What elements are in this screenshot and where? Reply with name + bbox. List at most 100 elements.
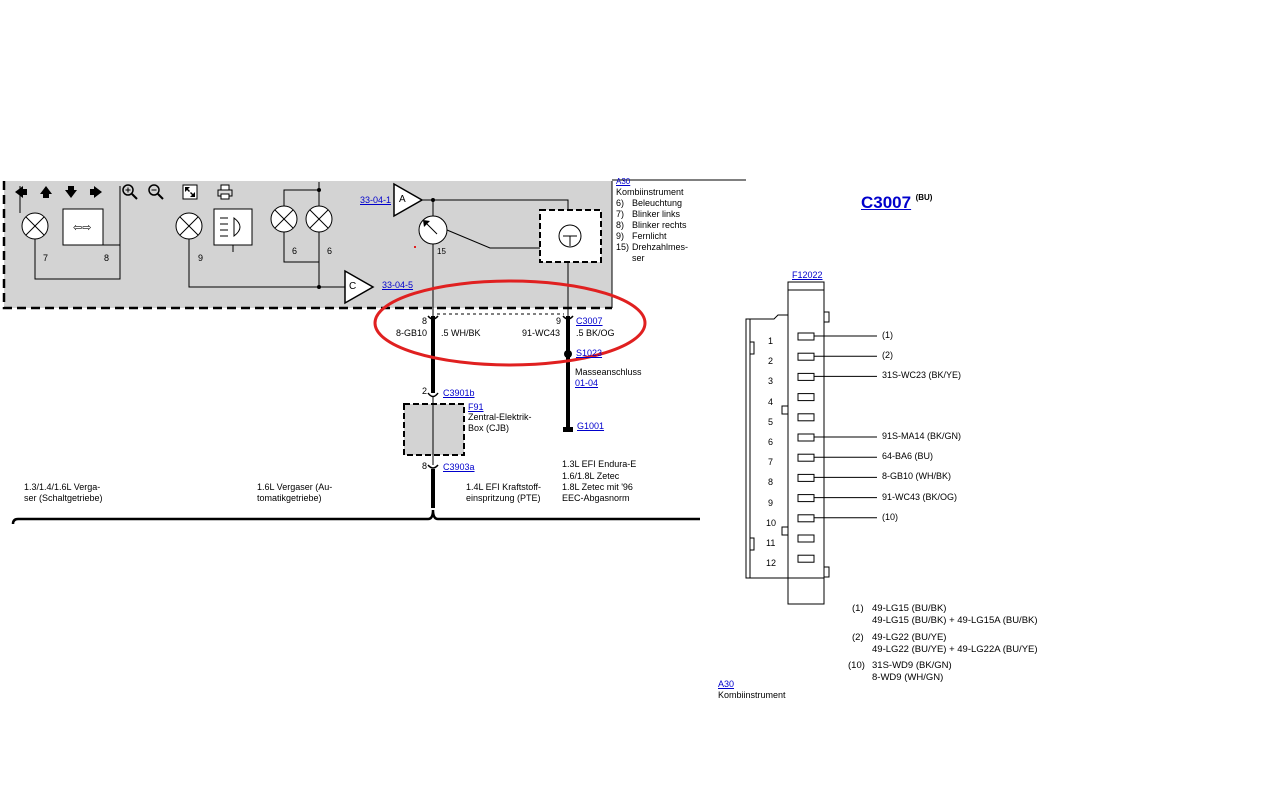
footnote-line: 49-LG15 (BU/BK) + 49-LG15A (BU/BK) — [872, 615, 1038, 626]
triangle-a — [393, 182, 424, 218]
print-button[interactable] — [217, 184, 233, 200]
module-name: Kombiinstrument — [616, 187, 684, 197]
zoom-out-icon — [148, 184, 164, 200]
pin-cavity — [797, 413, 815, 422]
pin-label: 8 — [422, 461, 428, 471]
connector-c3007-link[interactable]: C3007 — [576, 316, 603, 326]
pin-number: 5 — [768, 416, 774, 427]
module-a30-link[interactable]: A30 — [616, 177, 631, 186]
highlight-ellipse — [373, 279, 647, 367]
pin-leads — [814, 335, 877, 519]
footnote-line: 49-LG22 (BU/YE) + 49-LG22A (BU/YE) — [872, 644, 1038, 655]
pin-number: 8 — [768, 477, 774, 488]
variant-label: einspritzung (PTE) — [466, 493, 541, 503]
pin-label: 15 — [437, 247, 446, 256]
triangle-a-label: A — [399, 194, 406, 205]
ground-g1001-link[interactable]: G1001 — [577, 421, 605, 431]
pin-number: 4 — [768, 396, 774, 407]
pin-number: 10 — [766, 517, 777, 528]
page-ref-33-04-5[interactable]: 33-04-5 — [382, 280, 414, 290]
connector-title-row: C3007 (BU) — [861, 193, 932, 213]
ground-symbol — [563, 427, 573, 432]
pin-wire-label: 91-WC43 (BK/OG) — [882, 491, 958, 502]
pan-left-button[interactable] — [13, 184, 29, 200]
footnote-ref: (2) — [852, 632, 864, 643]
variant-label: 1.3/1.4/1.6L Verga- — [24, 482, 101, 492]
pin-wire-label: 8-GB10 (WH/BK) — [882, 471, 952, 482]
wire-right-pin: 9 — [556, 316, 562, 326]
zoom-in-icon — [122, 184, 138, 200]
footnote-line: 49-LG22 (BU/YE) — [872, 632, 947, 643]
fuse-description: Zentral-Elektrik- — [468, 412, 532, 422]
pin-cavity — [797, 534, 815, 543]
pin-wire-label: (2) — [882, 350, 893, 361]
footnote-line: 49-LG15 (BU/BK) — [872, 603, 947, 614]
pin-number: 3 — [768, 376, 774, 387]
pin-wire-label: 31S-WC23 (BK/YE) — [882, 370, 962, 381]
pin-wire-label: (10) — [882, 511, 899, 522]
print-icon — [217, 184, 233, 200]
pin-label: 8 — [104, 253, 110, 263]
pin-cavity — [797, 352, 815, 361]
zoom-out-button[interactable] — [148, 184, 164, 200]
arrow-left-icon — [15, 186, 27, 198]
fuse-description: Box (CJB) — [468, 423, 510, 433]
zoom-in-button[interactable] — [122, 184, 138, 200]
pin-number: 1 — [768, 336, 774, 346]
fit-page-button[interactable] — [182, 184, 198, 200]
headlight-indicator — [213, 208, 253, 246]
turn-signal-indicator — [62, 208, 104, 246]
pin-label: 7 — [43, 253, 49, 263]
pin-number: 12 — [766, 558, 777, 569]
variant-label: 1.3L EFI Endura-E — [562, 459, 637, 469]
arrow-right-icon — [90, 186, 102, 198]
pin-number: 9 — [768, 497, 774, 508]
variant-label: tomatikgetriebe) — [257, 493, 322, 503]
footnote-line: 31S-WD9 (BK/GN) — [872, 660, 952, 671]
legend-item: 15)Drehzahlmes- — [616, 242, 689, 252]
pan-down-button[interactable] — [63, 184, 79, 200]
schematic-graphics — [2, 179, 746, 525]
pin-cavity — [797, 393, 815, 402]
footnote-ref: (10) — [848, 660, 865, 671]
variant-label: EEC-Abgasnorm — [562, 493, 630, 503]
pin-cavity — [797, 453, 815, 462]
variant-label: 1.6L Vergaser (Au- — [257, 482, 333, 492]
footnote-line: 8-WD9 (WH/GN) — [872, 672, 944, 683]
pin-cavity — [797, 554, 815, 563]
connector-title[interactable]: C3007 — [861, 193, 912, 212]
connector-part-link[interactable]: F12022 — [792, 270, 823, 280]
pin-label: 6 — [327, 246, 333, 256]
ground-description: Masseanschluss — [575, 367, 642, 377]
module-a30-link[interactable]: A30 — [718, 679, 735, 689]
page-ref-33-04-1[interactable]: 33-04-1 — [360, 195, 392, 205]
variant-label: 1.8L Zetec mit '96 — [562, 482, 633, 492]
turn-arrows-icon: ⇦⇨ — [73, 222, 92, 234]
ground-page-ref[interactable]: 01-04 — [575, 378, 599, 388]
pan-right-button[interactable] — [88, 184, 104, 200]
connector-c3901b-link[interactable]: C3901b — [443, 388, 475, 398]
triangle-c — [344, 269, 375, 305]
fuse-f91-link[interactable]: F91 — [468, 402, 484, 412]
pan-up-button[interactable] — [38, 184, 54, 200]
splice-s1023-link[interactable]: S1023 — [576, 348, 603, 358]
pin-number: 11 — [766, 538, 776, 548]
connector-c3903a-link[interactable]: C3903a — [443, 462, 475, 472]
pin-number: 2 — [768, 356, 774, 367]
legend-item: 6)Beleuchtung — [616, 198, 683, 208]
variant-label: ser (Schaltgetriebe) — [24, 493, 103, 503]
module-name: Kombiinstrument — [718, 690, 786, 700]
fit-page-icon — [182, 184, 198, 200]
wire-right-spec: .5 BK/OG — [576, 328, 615, 338]
pin-label: 6 — [292, 246, 298, 256]
pin-label: 2 — [422, 386, 428, 396]
connector-color: (BU) — [915, 193, 933, 202]
variant-bus — [11, 509, 700, 525]
arrow-down-icon — [65, 186, 77, 198]
fuse-box — [403, 403, 465, 456]
variant-label: 1.4L EFI Kraftstoff- — [466, 482, 542, 492]
wire-left-pin: 8 — [422, 316, 428, 326]
pin-wire-label: (1) — [882, 330, 893, 340]
wire-right-circuit: 91-WC43 — [522, 328, 561, 338]
legend-item: 8)Blinker rechts — [616, 220, 687, 230]
